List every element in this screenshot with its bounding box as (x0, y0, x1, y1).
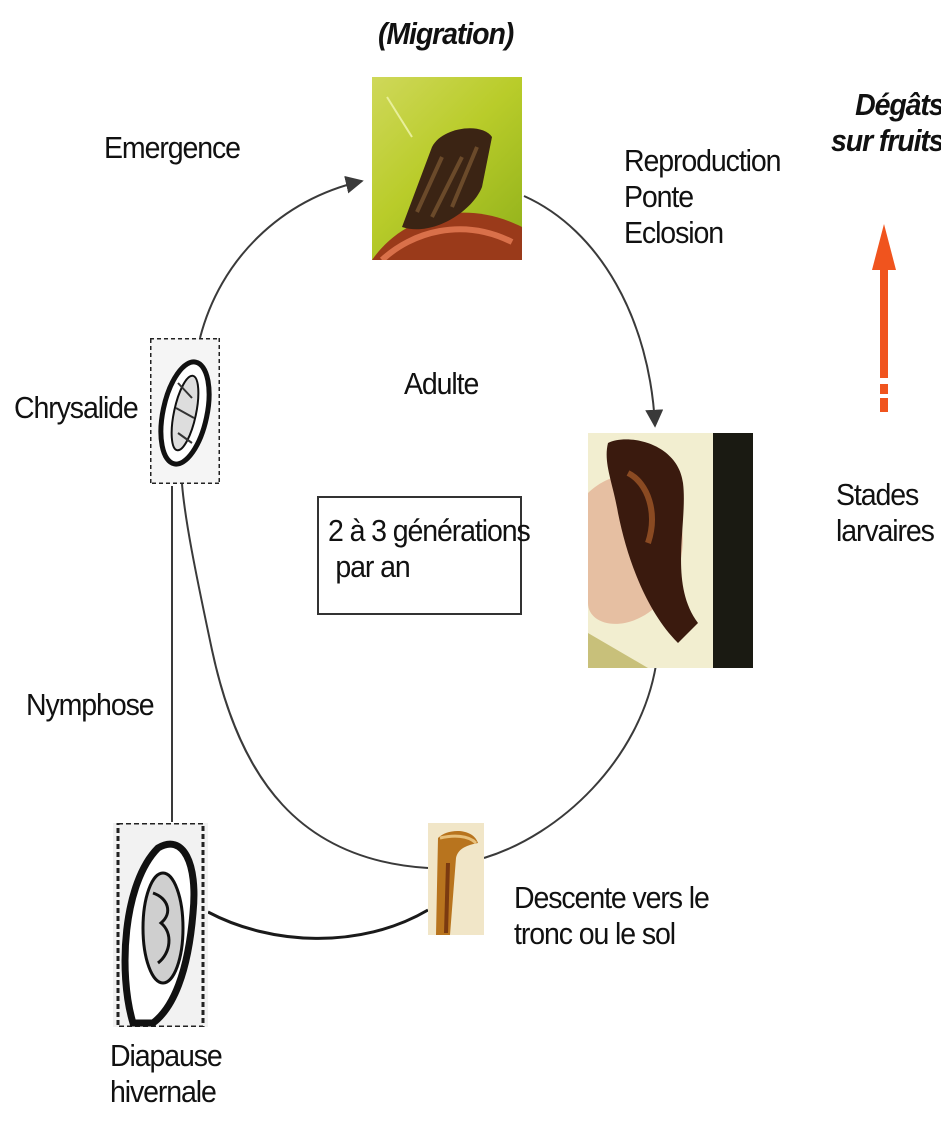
label-emergence: Emergence (104, 130, 240, 166)
label-adult: Adulte (404, 366, 478, 402)
damage-title: Dégâts sur fruits (831, 87, 941, 159)
label-larval-line2: larvaires (836, 513, 934, 549)
label-larval-stages: Stades larvaires (836, 477, 934, 549)
chrysalis-drawing (150, 338, 220, 484)
label-chrysalis: Chrysalide (14, 390, 138, 426)
damage-title-line2: sur fruits (831, 123, 941, 159)
arrow-larva-descent (484, 665, 656, 858)
damage-up-arrow (872, 224, 896, 412)
label-larval-line1: Stades (836, 477, 934, 513)
diapause-drawing (113, 823, 208, 1027)
label-descent-line2: tronc ou le sol (514, 916, 709, 952)
migration-title: (Migration) (378, 16, 513, 52)
label-descent: Descente vers le tronc ou le sol (514, 880, 709, 952)
label-reproduction-line3: Eclosion (624, 215, 780, 251)
label-diapause: Diapause hivernale (110, 1038, 222, 1110)
arrow-emergence (200, 181, 362, 338)
label-descent-line1: Descente vers le (514, 880, 709, 916)
label-diapause-line2: hivernale (110, 1074, 222, 1110)
label-reproduction-line2: Ponte (624, 179, 780, 215)
damage-title-line1: Dégâts (831, 87, 941, 123)
label-reproduction: Reproduction Ponte Eclosion (624, 143, 780, 251)
adult-moth-photo (372, 77, 522, 260)
label-nymphosis: Nymphose (26, 687, 153, 723)
label-generations-line2: par an (328, 549, 530, 585)
label-generations: 2 à 3 générations par an (328, 513, 530, 585)
arrow-descent-diapause (208, 910, 428, 938)
label-diapause-line1: Diapause (110, 1038, 222, 1074)
label-generations-line1: 2 à 3 générations (328, 513, 530, 549)
label-reproduction-line1: Reproduction (624, 143, 780, 179)
larva-in-apple-photo (588, 433, 753, 668)
larva-descending-photo (428, 823, 484, 935)
